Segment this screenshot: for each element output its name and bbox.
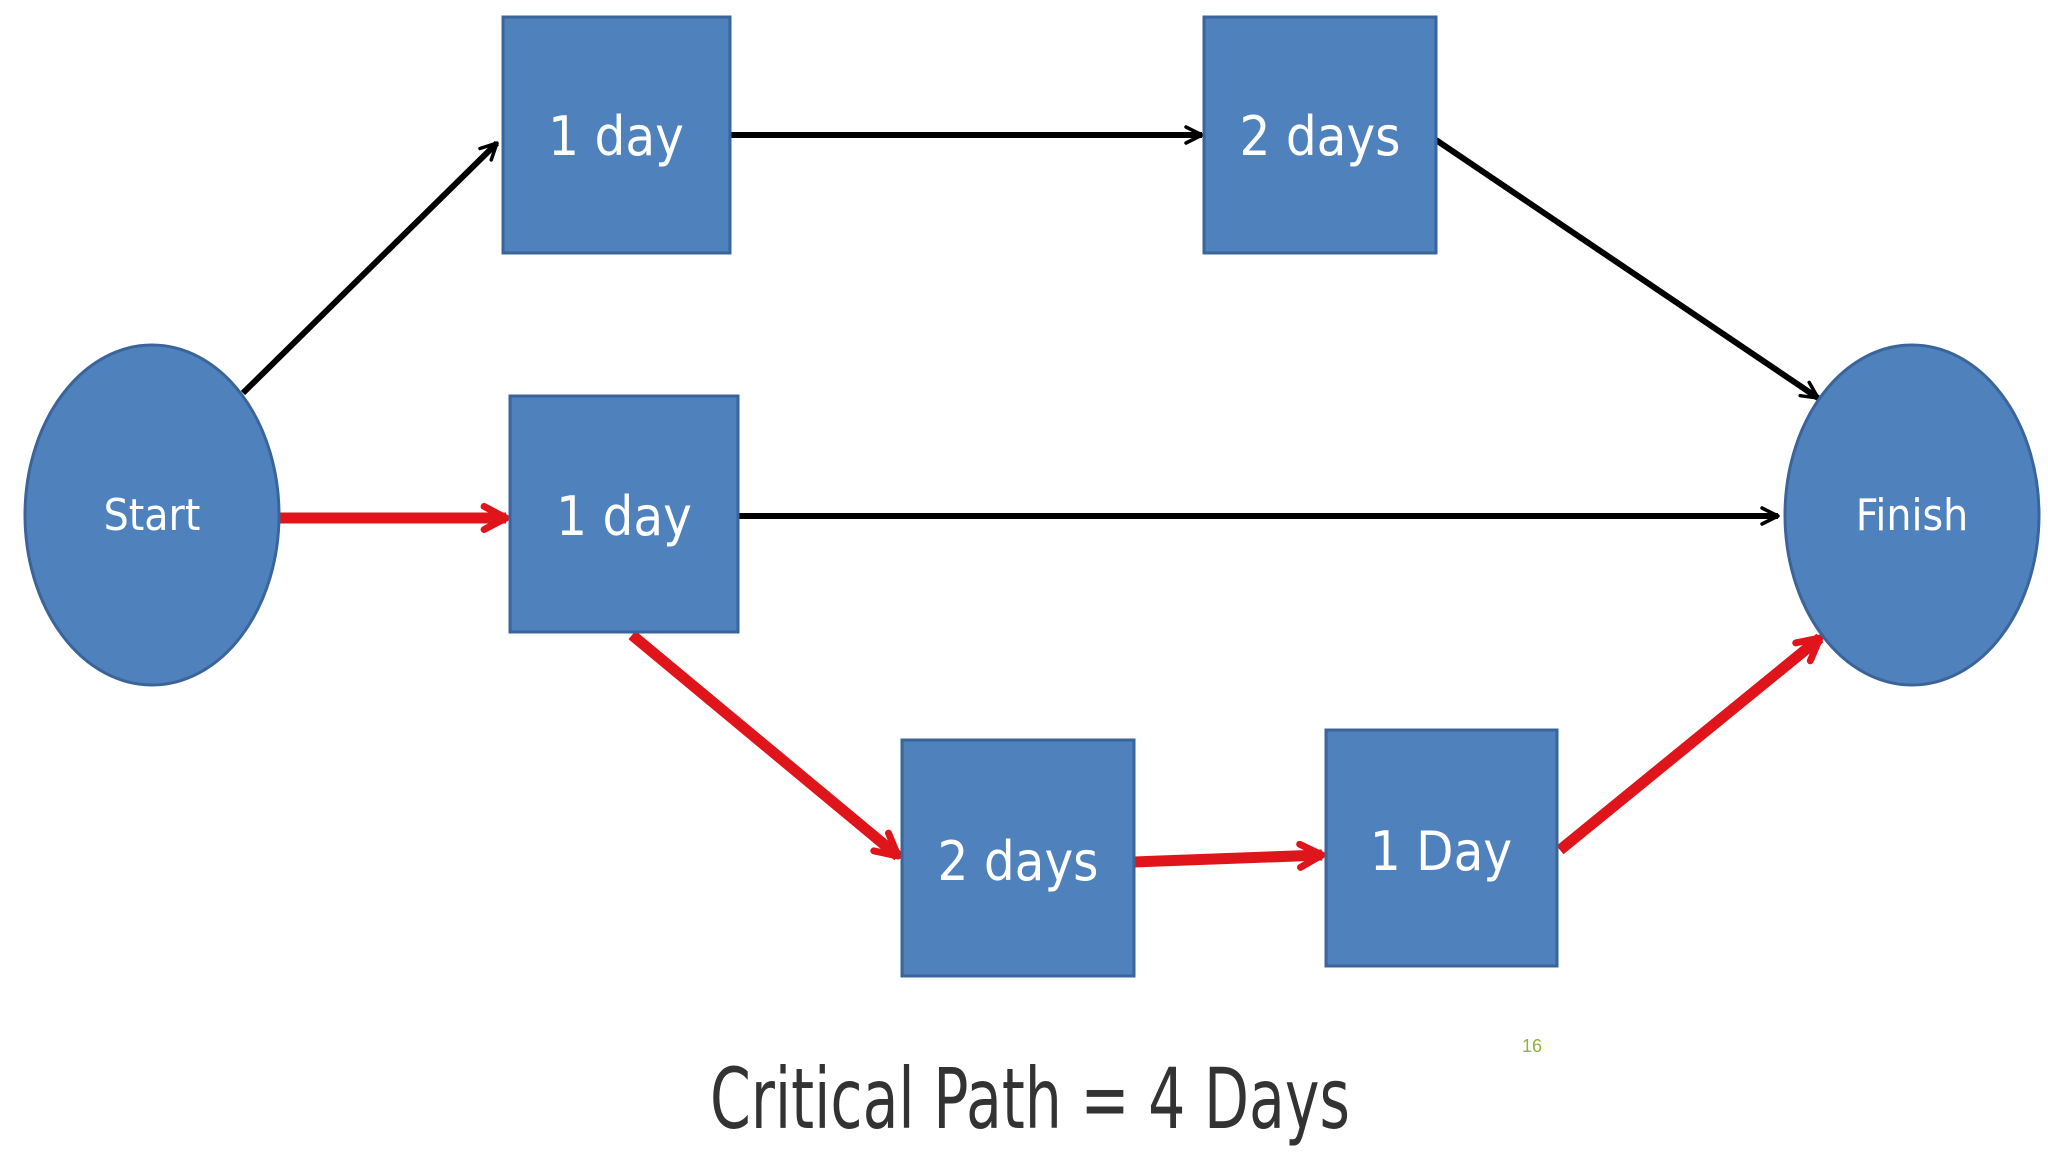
diagram-caption: Critical Path = 4 Days [710,1050,1350,1148]
task-box-top-a-label: 1 day [548,105,684,168]
critical-arrow-mid-to-bottom-a [628,630,902,861]
critical-arrow-bottom-b-to-finish [1556,633,1824,855]
start-node [23,343,281,687]
finish-node-label: Finish [1856,490,1968,541]
task-box-top-a [501,15,732,255]
arrow-start-to-top-a [240,140,500,396]
task-box-mid [508,394,740,634]
task-box-bottom-a-label: 2 days [938,830,1099,893]
task-box-top-b-label: 2 days [1240,105,1401,168]
start-node-label: Start [104,490,201,541]
task-box-bottom-a [900,738,1136,978]
arrow-top-b-to-finish [1434,137,1820,401]
finish-node [1783,343,2041,687]
task-box-bottom-b [1324,728,1559,968]
task-box-top-b [1202,15,1438,255]
task-box-mid-label: 1 day [556,485,692,548]
task-box-bottom-b-label: 1 Day [1370,820,1512,883]
slide-number: 16 [1522,1036,1542,1056]
critical-arrow-bottom-a-to-bottom-b [1133,840,1326,871]
